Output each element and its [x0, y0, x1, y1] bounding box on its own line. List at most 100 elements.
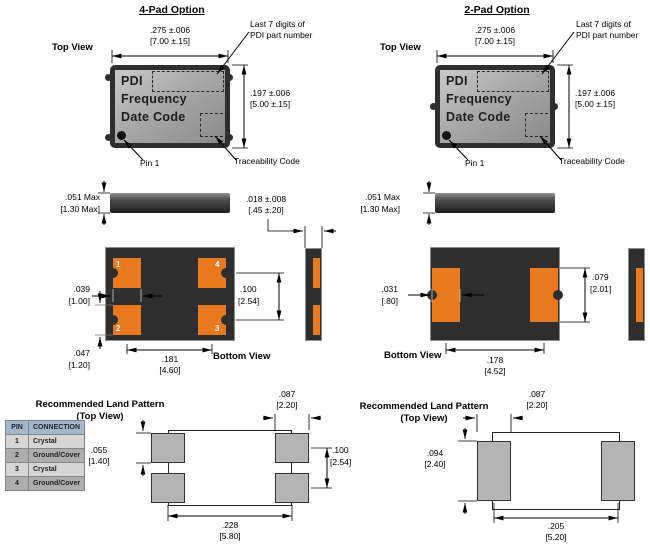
option4-row-pitch-mm: [2.54]: [238, 296, 260, 306]
option4-thickness-dim-mm: [1.30 Max]: [60, 204, 100, 214]
pin-cell: 1: [5, 434, 29, 449]
option2-pad-height-mm: [2.01]: [590, 284, 612, 294]
option2-thickness-dim-in: .051 Max: [365, 192, 400, 202]
last7-line2: PDI part number: [576, 30, 639, 40]
option2-pad-height-in: .079: [592, 272, 609, 282]
option2-chip-marking: PDI Frequency Date Code: [446, 72, 512, 126]
option4-traceability-dash-box: [200, 113, 228, 137]
table-row: 2 Ground/Cover: [5, 448, 86, 463]
option2-title: 2-Pad Option: [464, 4, 530, 16]
pin-cell: 2: [5, 448, 29, 463]
option2-land-pattern-label: Recommended Land Pattern (Top View): [352, 401, 496, 425]
option2-traceability-dash-box: [525, 113, 553, 137]
dim-mm: [2.20]: [276, 400, 298, 410]
option4-land-col-pitch-dim: .228 [5.80]: [208, 520, 252, 542]
option4-side-view: [110, 193, 230, 213]
land-label-line2: (Top View): [76, 411, 124, 422]
option4-land-pattern-label: Recommended Land Pattern (Top View): [28, 399, 172, 423]
option4-land-pad-width-dim: .087 [2.20]: [266, 389, 308, 411]
option4-body-height-dim: .197 ±.006 [5.00 ±.15]: [250, 88, 290, 110]
option4-pad-width-mm: [1.00]: [68, 296, 90, 306]
option2-pad-left-notch-icon: [427, 290, 437, 300]
dim-in: .087: [528, 389, 546, 399]
table-row: 1 Crystal: [5, 434, 86, 449]
option4-castellation-icon: [105, 74, 112, 81]
option2-land-pad-left: [477, 441, 511, 501]
dim-in: .205: [547, 521, 565, 531]
option2-land-pad-right: [601, 441, 635, 501]
option4-bottom-view-label: Bottom View: [213, 351, 271, 362]
option4-land-pad-bl: [151, 473, 185, 503]
chip-line-datecode: Date Code: [446, 110, 511, 124]
option4-col-pitch-dim: .181 [4.60]: [148, 354, 192, 376]
pin-cell: 3: [5, 462, 29, 477]
dim-mm: [7.00 ±.15]: [474, 36, 516, 46]
dim-mm: [5.20]: [545, 532, 567, 542]
option4-land-outline: [168, 430, 292, 506]
option2-last7-callout: Last 7 digits of PDI part number: [576, 19, 638, 41]
option2-castellation-icon: [551, 103, 558, 110]
dim-in: .181: [161, 354, 179, 364]
option4-pad3-number: 3: [215, 324, 220, 333]
option2-bottom-view-label: Bottom View: [384, 350, 442, 361]
option4-pad-width-in: .039: [73, 284, 90, 294]
dim-in: .275 ±.006: [149, 25, 191, 35]
option4-land-row-pitch-in: .100: [332, 445, 349, 455]
pin-cell: 4: [5, 476, 29, 491]
option4-pad2-number: 2: [116, 324, 121, 333]
pin-connection-table: PIN CONNECTION 1 Crystal 2 Ground/Cover …: [5, 420, 86, 491]
option2-end-view-pad: [636, 268, 643, 322]
chip-line-pdi: PDI: [446, 74, 468, 88]
option2-land-pad-height-dim: .094 [2.40]: [414, 448, 456, 470]
table-row: 3 Crystal: [5, 462, 86, 477]
connection-cell: Crystal: [27, 462, 86, 477]
option4-land-pad-tr: [275, 433, 309, 463]
land-label-line1: Recommended Land Pattern: [359, 401, 489, 412]
option4-land-pad-br: [275, 473, 309, 503]
option2-top-view-package: [435, 65, 555, 148]
dim-mm: [.45 ±.20]: [248, 205, 284, 215]
option4-pad4-notch-icon: [221, 268, 231, 278]
option4-pad1-number: 1: [116, 260, 121, 269]
option4-castellation-icon: [226, 74, 233, 81]
last7-line2: PDI part number: [250, 30, 313, 40]
dim-mm: [7.00 ±.15]: [149, 36, 191, 46]
land-label-line2: (Top View): [400, 413, 448, 424]
option2-pad-pitch-dim: .178 [4.52]: [473, 355, 517, 377]
last7-line1: Last 7 digits of: [576, 19, 631, 29]
connection-cell: Ground/Cover: [27, 476, 86, 491]
dim-in: .178: [486, 355, 504, 365]
option4-last7-callout: Last 7 digits of PDI part number: [250, 19, 312, 41]
option4-body-width-dim: .275 ±.006 [7.00 ±.15]: [132, 25, 208, 47]
option4-pad4-number: 4: [215, 260, 220, 269]
option4-part-number-dash-box: [152, 71, 224, 92]
pin-table-header-connection: CONNECTION: [27, 420, 86, 435]
option4-row-pitch-in: .100: [240, 284, 257, 294]
chip-line-datecode: Date Code: [121, 110, 186, 124]
dim-in: .018 ±.008: [245, 194, 287, 204]
option2-land-pitch-dim: .205 [5.20]: [534, 521, 578, 543]
option2-land-pad-width-dim: .087 [2.20]: [516, 389, 558, 411]
option4-top-view-package: [110, 65, 230, 148]
option2-thickness-dim-mm: [1.30 Max]: [360, 204, 400, 214]
dim-mm: [5.00 ±.15]: [250, 99, 291, 109]
option4-pad1-notch-icon: [108, 268, 118, 278]
option4-pin1-dot: [117, 131, 126, 140]
option2-side-view: [435, 193, 555, 213]
dim-mm: [5.00 ±.15]: [575, 99, 616, 109]
option4-pad2-notch-icon: [108, 315, 118, 325]
option4-land-pad-height-dim: .055 [1.40]: [78, 445, 120, 467]
option4-traceability-callout: Traceability Code: [234, 156, 300, 166]
dim-mm: [4.52]: [484, 366, 506, 376]
pin-table-header-pin: PIN: [5, 420, 29, 435]
option4-end-view-pad: [313, 258, 320, 288]
last7-line1: Last 7 digits of: [250, 19, 305, 29]
option4-chip-marking: PDI Frequency Date Code: [121, 72, 187, 126]
option2-land-outline: [492, 432, 620, 510]
dim-mm: [1.40]: [88, 456, 110, 466]
option4-castellation-icon: [105, 134, 112, 141]
option2-body-width-dim: .275 ±.006 [7.00 ±.15]: [457, 25, 533, 47]
option2-part-number-dash-box: [477, 71, 549, 92]
option4-pad-height-mm: [1.20]: [68, 360, 90, 370]
